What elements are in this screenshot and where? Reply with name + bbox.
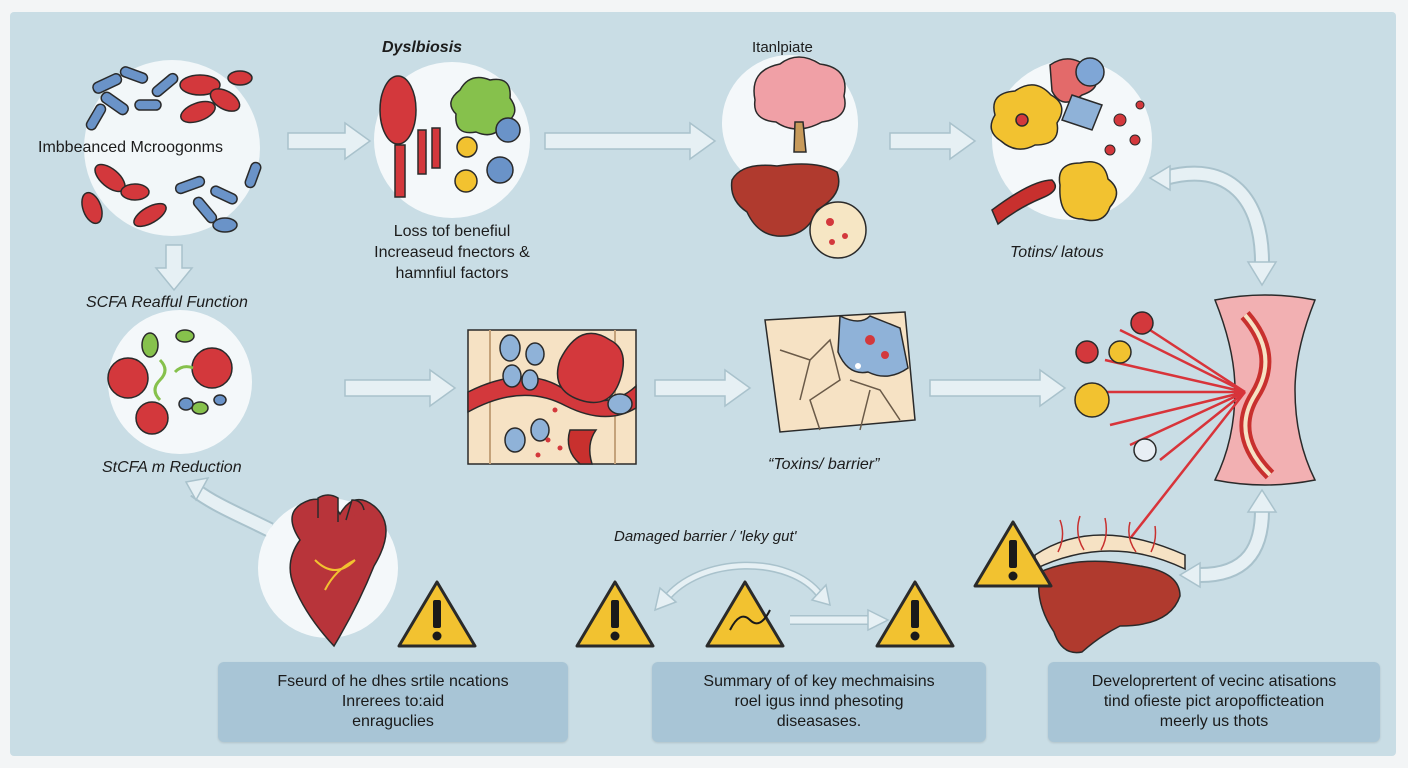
scfa-microbe-icon: [107, 310, 252, 454]
label-totins-latous: Totins/ latous: [1010, 244, 1104, 261]
brain-liver-icon: [722, 55, 867, 259]
label-imbalanced-microorganisms: Imbbeanced Mcroogonms: [38, 139, 223, 156]
label-loss-line3: hamnfiul factors: [395, 265, 509, 282]
label-toxins-barrier: “Toxins/ barrier”: [768, 456, 880, 473]
label-loss-line2: Increaseud fnectors &: [374, 244, 530, 261]
intestine-inflammation-icon: [1074, 294, 1317, 546]
caption-box-right: Developrertent of vecinc atisations tind…: [1048, 662, 1380, 742]
caption-line: meerly us thots: [1159, 713, 1269, 730]
label-itanlpiate: Itanlpiate: [752, 39, 813, 56]
fatty-liver-icon: [1034, 515, 1186, 654]
label-damaged-barrier: Damaged barrier / 'leky gut': [614, 528, 797, 545]
warning-icon: [875, 580, 955, 648]
label-dysbiosis: Dyslbiosis: [382, 39, 463, 56]
gut-wall-icon: [467, 329, 637, 465]
cracked-barrier-icon: [764, 311, 916, 433]
caption-line: Fseurd of he dhes srtile ncations: [277, 673, 509, 690]
bacteria-cluster-icon: [81, 60, 262, 236]
caption-line: Developrertent of vecinc atisations: [1091, 673, 1337, 690]
caption-box-middle: Summary of of key mechmaisins roel igus …: [652, 662, 986, 742]
curved-arrows: [184, 164, 1278, 632]
immune-cells-icon: [990, 57, 1152, 226]
caption-line: Summary of of key mechmaisins: [703, 673, 935, 690]
warning-icon: [397, 580, 477, 648]
caption-line: Inrerees to:aid: [341, 693, 445, 710]
warning-icon: [575, 580, 655, 648]
caption-box-left: Fseurd of he dhes srtile ncations Inrere…: [218, 662, 568, 742]
warning-icon: [705, 580, 785, 648]
flow-arrows: [154, 121, 1067, 408]
label-loss-line1: Loss tof benefiul: [393, 223, 511, 240]
dysbiosis-microbe-icon: [374, 62, 530, 218]
caption-line: enraguclies: [352, 713, 434, 730]
caption-line: tind ofieste pict aropofficteation: [1103, 693, 1325, 710]
caption-line: diseasases.: [776, 713, 862, 730]
label-scfa-function: SCFA Reafful Function: [86, 294, 248, 311]
heart-icon: [258, 494, 398, 648]
label-scfa-reduction: StCFA m Reduction: [102, 459, 242, 476]
caption-line: roel igus innd phesoting: [734, 693, 904, 710]
